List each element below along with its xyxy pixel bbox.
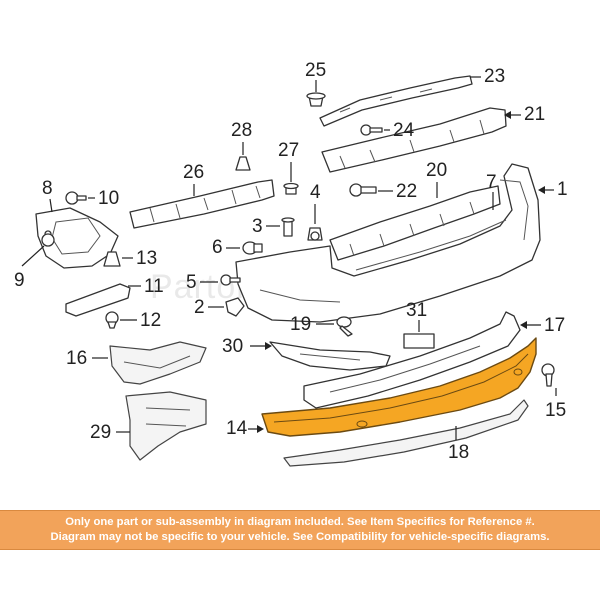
disclaimer-line-1: Only one part or sub-assembly in diagram… (65, 516, 535, 528)
part-6-grommet (242, 241, 263, 255)
callout-30: 30 (222, 336, 243, 357)
part-20-impact-bar (329, 185, 501, 261)
callout-17: 17 (544, 315, 565, 336)
callout-6: 6 (212, 237, 223, 258)
callout-1: 1 (557, 179, 568, 200)
callout-28: 28 (231, 120, 252, 141)
part-15-screw (541, 363, 555, 387)
part-23-bracket (319, 75, 473, 127)
callout-7: 7 (486, 172, 497, 193)
disclaimer-banner: Only one part or sub-assembly in diagram… (0, 510, 600, 550)
part-12-clip (105, 311, 119, 329)
part-10-grommet (65, 191, 87, 205)
callout-5: 5 (186, 272, 197, 293)
callout-27: 27 (278, 140, 299, 161)
part-24-bolt (360, 124, 383, 136)
part-13-clip (103, 251, 121, 267)
exploded-parts-diagram: Partomotive.com 25 23 21 24 28 26 (14, 60, 568, 467)
callout-8: 8 (42, 178, 53, 199)
part-29-bracket (125, 391, 207, 461)
part-25-clip (306, 92, 326, 107)
callout-22: 22 (396, 181, 417, 202)
disclaimer-line-2: Diagram may not be specific to your vehi… (50, 531, 550, 543)
part-8-side-bracket (35, 207, 119, 269)
callout-25: 25 (305, 60, 326, 81)
callout-13: 13 (136, 248, 157, 269)
part-27-fastener (283, 182, 299, 195)
callout-31: 31 (406, 300, 427, 321)
callout-18: 18 (448, 442, 469, 463)
part-2-bracket (225, 297, 245, 317)
part-1-bumper-cover (235, 163, 541, 323)
callout-21: 21 (524, 104, 545, 125)
callout-24: 24 (393, 120, 415, 141)
part-31-reflector (403, 333, 435, 349)
callout-2: 2 (194, 297, 205, 318)
callout-19: 19 (290, 314, 311, 335)
part-11-bracket (65, 283, 131, 317)
part-18-skid-plate (283, 399, 529, 467)
part-3-bolt (281, 217, 295, 237)
part-4-clip (307, 227, 323, 241)
part-17-valance-bracket (303, 311, 521, 409)
part-14-lower-valance-highlighted (261, 337, 537, 437)
callout-26: 26 (183, 162, 204, 183)
callout-12: 12 (140, 310, 161, 331)
callout-11: 11 (144, 276, 164, 297)
callout-9: 9 (14, 270, 25, 291)
part-22-bolt (349, 183, 377, 197)
callout-3: 3 (252, 216, 263, 237)
callout-16: 16 (66, 348, 87, 369)
callout-20: 20 (426, 160, 447, 181)
part-21-upper-bar (321, 107, 507, 173)
part-19-fastener (336, 316, 353, 337)
callout-15: 15 (545, 400, 566, 421)
callout-14: 14 (226, 418, 248, 439)
part-5-screw (220, 274, 241, 286)
part-26-reinforcement (129, 179, 275, 229)
callout-29: 29 (90, 422, 111, 443)
part-16-trim (109, 341, 207, 385)
part-28-clip (235, 156, 251, 171)
callout-4: 4 (310, 182, 321, 203)
part-9-screw (41, 233, 55, 247)
callout-23: 23 (484, 66, 505, 87)
part-30-lamp (269, 341, 391, 371)
callout-10: 10 (98, 188, 119, 209)
